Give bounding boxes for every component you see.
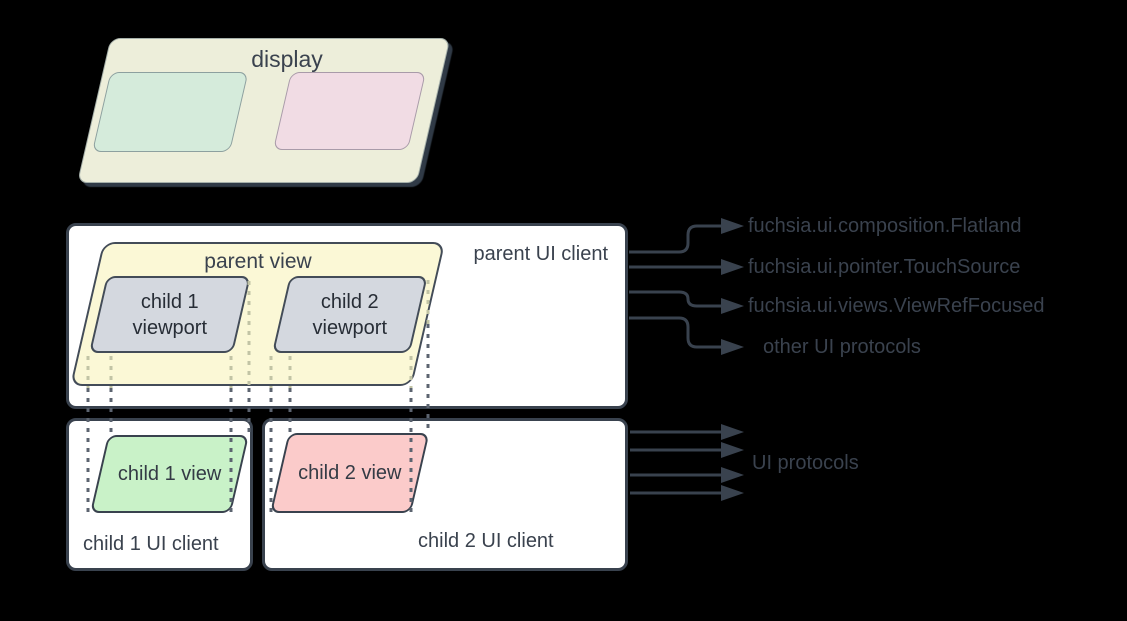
arrowhead-icon [721, 485, 744, 501]
protocol-label-flatland: fuchsia.ui.composition.Flatland [748, 215, 1022, 237]
arrowhead-icon [721, 259, 744, 275]
child-arrowheads [721, 424, 744, 501]
child2-ui-client-label: child 2 UI client [418, 530, 554, 552]
child1-ui-client-label: child 1 UI client [83, 533, 219, 555]
arrowhead-icon [721, 424, 744, 440]
arrowhead-icon [721, 298, 744, 314]
arrowhead-icon [721, 339, 744, 355]
arrow-flatland [629, 224, 722, 254]
display-label: display [251, 46, 323, 72]
protocol-label-other: other UI protocols [763, 336, 921, 358]
arrowhead-icon [721, 467, 744, 483]
arrowhead-icon [721, 442, 744, 458]
arrow-other-protocols [629, 316, 722, 349]
parent-ui-client-label: parent UI client [473, 243, 608, 265]
dotted-guide-lines [86, 324, 430, 513]
child-protocol-arrows [630, 430, 722, 495]
parent-arrowheads [721, 218, 744, 355]
protocol-label-viewreffocused: fuchsia.ui.views.ViewRefFocused [748, 295, 1045, 317]
arrow-viewreffocused [629, 290, 722, 308]
protocol-label-touchsource: fuchsia.ui.pointer.TouchSource [748, 256, 1021, 278]
parent-view-label: parent view [204, 250, 312, 273]
arrowhead-icon [721, 218, 744, 234]
parent-protocol-arrows [629, 224, 722, 349]
dotted-guide-lines-over-yellow [86, 280, 430, 388]
ui-protocols-label: UI protocols [752, 452, 859, 474]
